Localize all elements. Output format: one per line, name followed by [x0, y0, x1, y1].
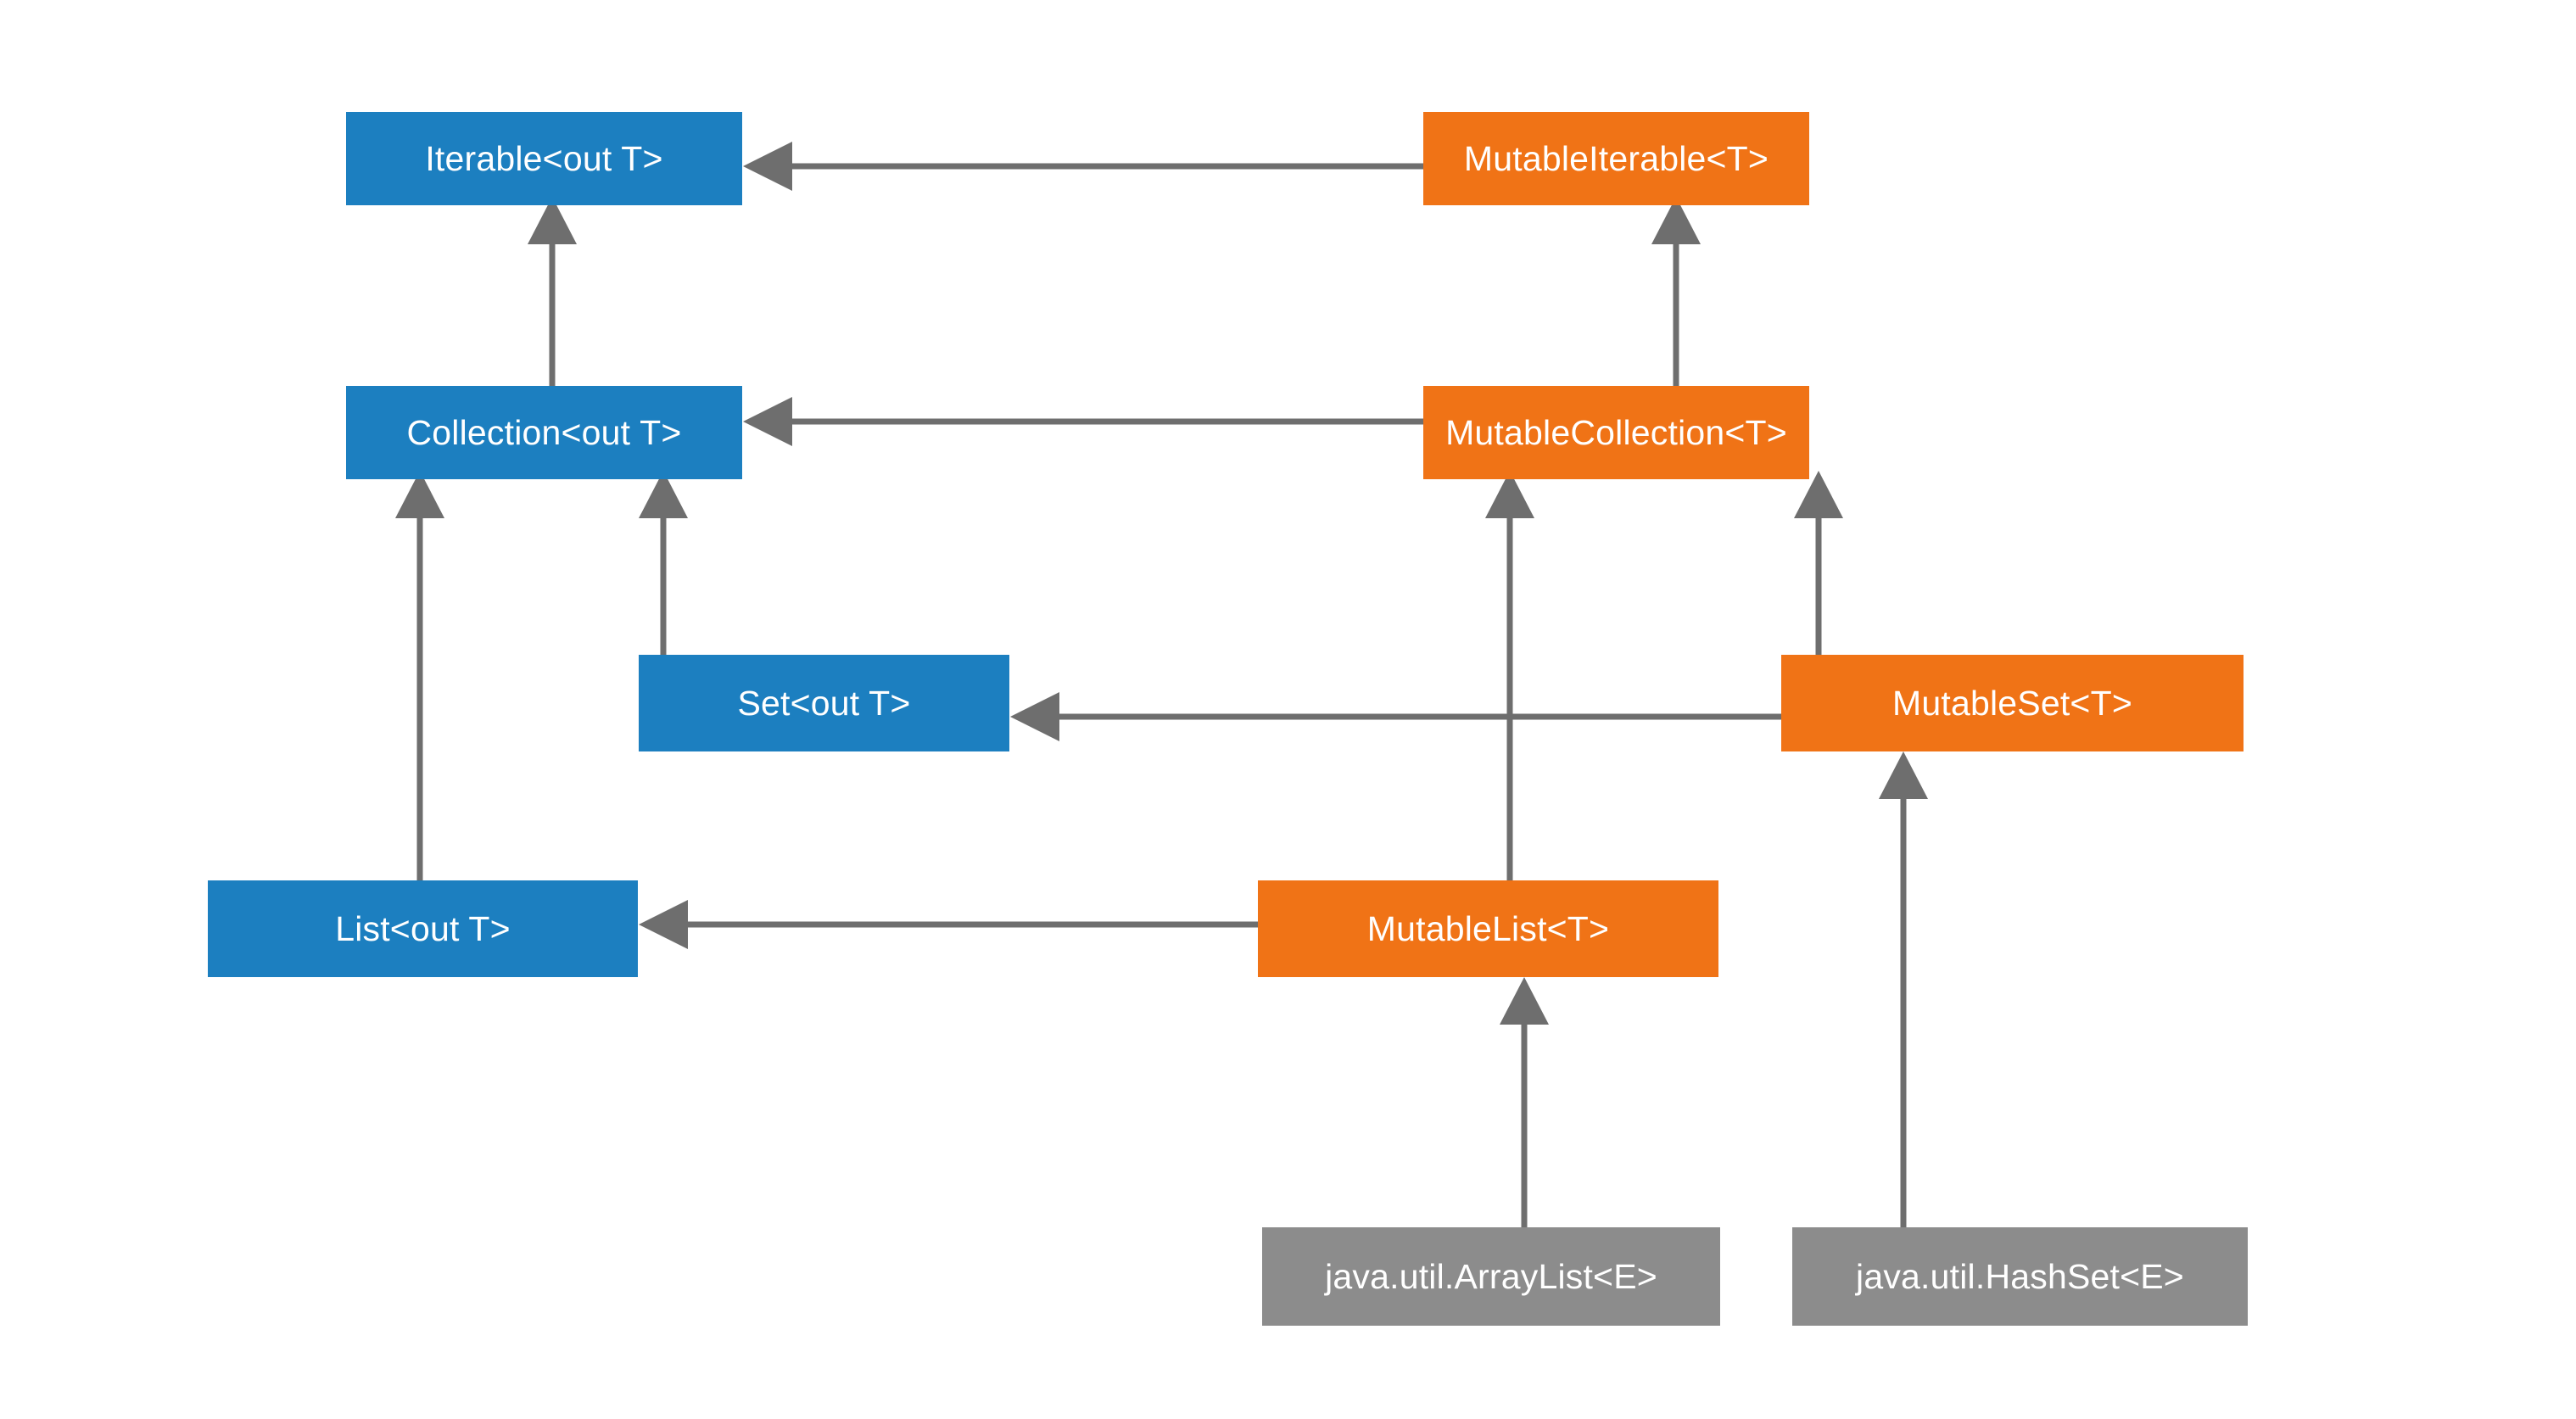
- node-mutable-list[interactable]: MutableList<T>: [1258, 880, 1718, 977]
- node-label: Iterable<out T>: [425, 138, 663, 178]
- node-set[interactable]: Set<out T>: [639, 655, 1009, 751]
- edge-hash-set-to-mutable-set: [1879, 751, 1928, 1227]
- edge-mutable-set-to-mutable-collection: [1794, 471, 1843, 655]
- node-label: java.util.HashSet<E>: [1856, 1256, 2184, 1296]
- edge-mutable-set-to-set: [1010, 692, 1781, 741]
- node-mutable-set[interactable]: MutableSet<T>: [1781, 655, 2244, 751]
- node-iterable[interactable]: Iterable<out T>: [346, 112, 742, 205]
- node-label: MutableIterable<T>: [1463, 138, 1769, 178]
- node-collection[interactable]: Collection<out T>: [346, 386, 742, 479]
- node-label: Collection<out T>: [406, 412, 682, 452]
- edge-mutable-collection-to-collection: [743, 397, 1423, 446]
- node-mutable-iterable[interactable]: MutableIterable<T>: [1423, 112, 1809, 205]
- edge-mutable-collection-to-mutable-iterable: [1651, 197, 1701, 386]
- edge-array-list-to-mutable-list: [1500, 977, 1549, 1227]
- edge-list-to-collection: [395, 471, 444, 880]
- node-label: MutableCollection<T>: [1445, 412, 1787, 452]
- node-java-util-arraylist[interactable]: java.util.ArrayList<E>: [1262, 1227, 1720, 1326]
- node-java-util-hashset[interactable]: java.util.HashSet<E>: [1792, 1227, 2248, 1326]
- edge-mutable-list-to-list: [639, 900, 1258, 949]
- edge-mutable-iterable-to-iterable: [743, 142, 1423, 191]
- node-label: MutableList<T>: [1366, 908, 1610, 948]
- node-label: Set<out T>: [737, 683, 911, 723]
- edge-collection-to-iterable: [528, 197, 577, 386]
- node-label: java.util.ArrayList<E>: [1325, 1256, 1657, 1296]
- node-label: List<out T>: [335, 908, 511, 948]
- node-list[interactable]: List<out T>: [208, 880, 638, 977]
- node-label: MutableSet<T>: [1892, 683, 2132, 723]
- edge-set-to-collection: [639, 471, 688, 655]
- node-mutable-collection[interactable]: MutableCollection<T>: [1423, 386, 1809, 479]
- edge-mutable-list-to-mutable-collection: [1485, 471, 1534, 880]
